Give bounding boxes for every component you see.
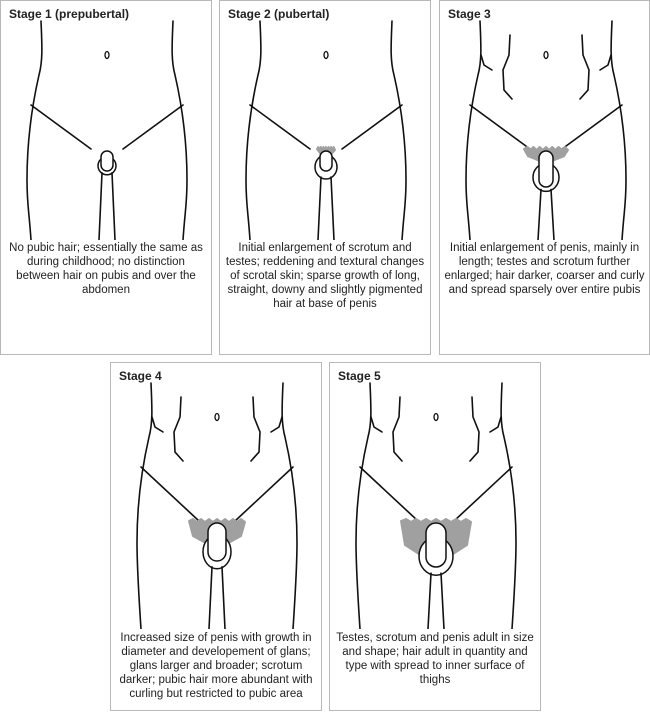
- right-waist-crease: [599, 54, 612, 71]
- penis: [207, 522, 227, 562]
- right-body-outline: [610, 20, 627, 240]
- left-groin-line: [359, 466, 419, 522]
- stage-5-panel: Stage 5 Testes, scrotum and penis adult …: [329, 362, 541, 711]
- penis: [100, 150, 114, 172]
- right-inner-leg: [111, 172, 116, 240]
- stage-title: Stage 2 (pubertal): [228, 7, 330, 21]
- left-body-outline: [465, 20, 482, 240]
- stage-4-body-illustration: [136, 382, 298, 629]
- right-body-outline: [390, 20, 407, 240]
- stage-3-body-illustration: [465, 20, 627, 240]
- stage-5-body-illustration: [355, 382, 517, 629]
- stage-1-body-illustration: [26, 20, 188, 240]
- stage-title: Stage 5: [338, 369, 381, 383]
- right-inner-leg: [550, 188, 555, 240]
- stage-2-body-illustration: [245, 20, 407, 240]
- left-body-outline: [245, 20, 262, 240]
- stage-description: Increased size of penis with growth in d…: [119, 632, 313, 700]
- penis: [425, 522, 447, 568]
- stage-title: Stage 3: [448, 7, 491, 21]
- left-abdominal-line: [392, 396, 403, 462]
- right-body-outline: [281, 382, 298, 629]
- left-inner-leg: [427, 572, 432, 629]
- stage-title: Stage 1 (prepubertal): [9, 7, 130, 21]
- left-body-outline: [355, 382, 372, 629]
- left-inner-leg: [208, 566, 213, 629]
- left-body-outline: [136, 382, 153, 629]
- left-body-outline: [26, 20, 43, 240]
- right-groin-line: [122, 104, 184, 150]
- right-inner-leg: [330, 176, 335, 240]
- stage-4-panel: Stage 4 Increased size of penis with gro…: [110, 362, 322, 711]
- right-groin-line: [453, 466, 513, 522]
- left-abdominal-line: [502, 34, 513, 100]
- stage-description: Initial enlargement of penis, mainly in …: [444, 242, 645, 296]
- left-groin-line: [469, 104, 531, 150]
- left-inner-leg: [98, 172, 103, 240]
- left-waist-crease: [151, 416, 164, 433]
- left-inner-leg: [317, 176, 322, 240]
- navel-icon: [543, 50, 549, 60]
- left-waist-crease: [370, 416, 383, 433]
- right-inner-leg: [221, 566, 226, 629]
- left-waist-crease: [480, 54, 493, 71]
- right-groin-line: [341, 104, 403, 150]
- right-body-outline: [171, 20, 188, 240]
- left-groin-line: [249, 104, 311, 150]
- navel-icon: [214, 412, 220, 422]
- stage-1-panel: Stage 1 (prepubertal) No pubic hair; ess…: [0, 0, 212, 355]
- navel-icon: [104, 50, 110, 60]
- left-inner-leg: [537, 188, 542, 240]
- right-abdominal-line: [579, 34, 590, 100]
- stage-2-panel: Stage 2 (pubertal) Initial enlargement o…: [219, 0, 431, 355]
- left-groin-line: [30, 104, 92, 150]
- right-inner-leg: [440, 572, 445, 629]
- navel-icon: [323, 50, 329, 60]
- navel-icon: [433, 412, 439, 422]
- left-abdominal-line: [173, 396, 184, 462]
- left-groin-line: [140, 466, 200, 522]
- right-abdominal-line: [469, 396, 480, 462]
- stage-3-panel: Stage 3 Initial enlargement of penis, ma…: [439, 0, 650, 355]
- right-waist-crease: [489, 416, 502, 433]
- right-waist-crease: [270, 416, 283, 433]
- penis: [319, 150, 333, 172]
- right-body-outline: [500, 382, 517, 629]
- stage-description: Testes, scrotum and penis adult in size …: [336, 632, 534, 686]
- stage-description: Initial enlargement of scrotum and teste…: [225, 242, 425, 310]
- right-abdominal-line: [250, 396, 261, 462]
- stage-title: Stage 4: [119, 369, 162, 383]
- penis: [538, 150, 554, 188]
- stage-description: No pubic hair; essentially the same as d…: [9, 242, 203, 296]
- right-groin-line: [561, 104, 623, 150]
- right-groin-line: [234, 466, 294, 522]
